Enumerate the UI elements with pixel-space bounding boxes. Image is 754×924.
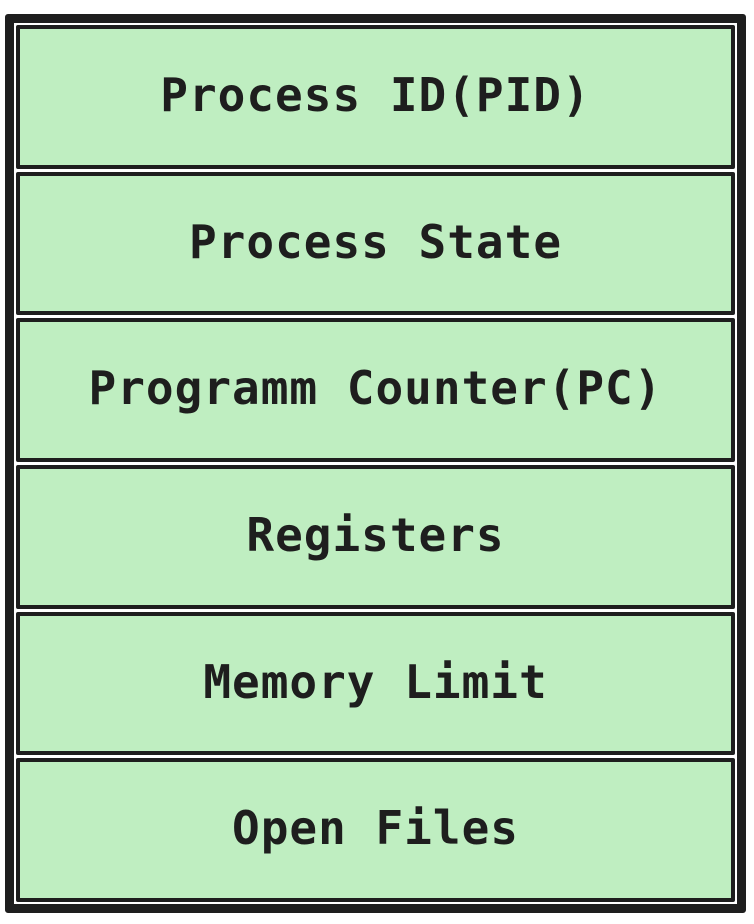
pcb-row-label: Process ID(PID) — [160, 67, 591, 122]
pcb-row-label: Process State — [188, 214, 563, 269]
pcb-row-process-state: Process State — [16, 171, 735, 316]
pcb-row-registers: Registers — [16, 465, 735, 609]
pcb-row-label: Programm Counter(PC) — [88, 361, 663, 416]
pcb-frame: Process ID(PID) Process State Programm C… — [5, 14, 746, 913]
pcb-row-program-counter: Programm Counter(PC) — [16, 318, 735, 463]
pcb-row-open-files: Open Files — [16, 758, 735, 903]
pcb-row-label: Memory Limit — [203, 654, 548, 709]
pcb-row-process-id: Process ID(PID) — [16, 25, 735, 169]
pcb-row-label: Open Files — [232, 801, 519, 856]
pcb-row-label: Registers — [246, 507, 505, 562]
pcb-row-memory-limit: Memory Limit — [16, 611, 735, 756]
